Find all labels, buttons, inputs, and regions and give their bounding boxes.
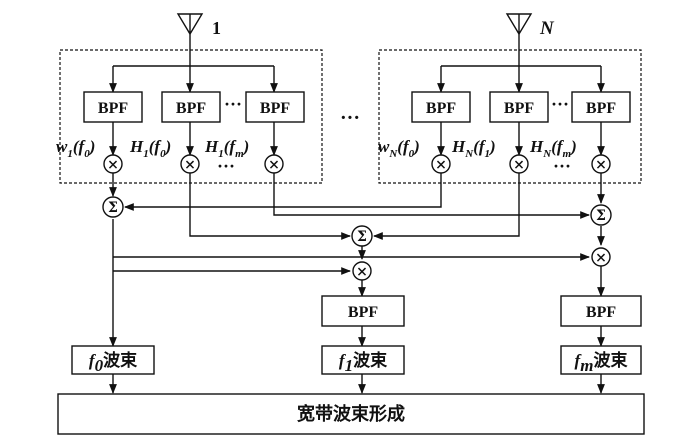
antenna-1-label: 1 — [212, 18, 221, 38]
bpf-label: BPF — [260, 100, 290, 117]
bpf-label: BPF — [586, 100, 616, 117]
weight-label-h1-fm: H1(fm) — [204, 137, 249, 160]
weight-label-h1-f0: H1(f0) — [129, 137, 171, 160]
summer-right: Σ — [590, 204, 612, 226]
multiply-icon: × — [268, 157, 280, 173]
weight-label-w1-f0: w1(f0) — [56, 137, 95, 160]
antenna-1-group-box — [59, 49, 323, 184]
bpf-label: BPF — [348, 304, 378, 321]
multiplier-right-0: × — [431, 154, 451, 174]
beam-label-fm: fm波束 — [575, 350, 628, 375]
multiply-icon: × — [184, 157, 196, 173]
bpf-label: BPF — [176, 100, 206, 117]
beam-label-f1: f1波束 — [339, 350, 387, 375]
weight-label-hn-f1: HN(f1) — [451, 137, 496, 160]
bpf-label: BPF — [586, 304, 616, 321]
summer-left: Σ — [102, 196, 124, 218]
multiply-icon: × — [356, 264, 368, 280]
left-weight-dots: ··· — [217, 156, 235, 176]
multiplier-left-m: × — [264, 154, 284, 174]
wideband-beamforming-label: 宽带波束形成 — [297, 403, 405, 425]
bpf-lower-middle: BPF — [321, 295, 405, 327]
routing — [109, 173, 605, 394]
antenna-n: N — [505, 13, 555, 39]
bpf-label: BPF — [426, 100, 456, 117]
antenna-n-group-box — [378, 49, 642, 184]
multiply-icon: × — [513, 157, 525, 173]
sum-icon: Σ — [108, 200, 118, 216]
multiplier-right-m: × — [591, 154, 611, 174]
bpf-left-m: BPF — [245, 91, 305, 123]
bpf-lower-right: BPF — [560, 295, 642, 327]
beam-box-f1: f1波束 — [321, 345, 405, 375]
bpf-left-0: BPF — [83, 91, 143, 123]
multiply-icon: × — [595, 250, 607, 266]
antenna-1-icon — [176, 13, 204, 36]
multiply-icon: × — [107, 157, 119, 173]
left-group-wiring — [109, 34, 278, 156]
wideband-beamforming-box: 宽带波束形成 — [57, 393, 645, 435]
multiply-icon: × — [435, 157, 447, 173]
bpf-right-m: BPF — [571, 91, 631, 123]
bpf-right-0: BPF — [411, 91, 471, 123]
multiplier-middle: × — [352, 261, 372, 281]
bpf-right-1: BPF — [489, 91, 549, 123]
multiply-icon: × — [595, 157, 607, 173]
summer-middle: Σ — [351, 225, 373, 247]
group-dots: ··· — [340, 107, 360, 129]
bpf-left-1: BPF — [161, 91, 221, 123]
right-bpf-dots: ··· — [551, 94, 569, 114]
beam-box-f0: f0波束 — [71, 345, 155, 375]
multiplier-right-1: × — [509, 154, 529, 174]
weight-label-hn-fm: HN(fm) — [529, 137, 577, 160]
left-bpf-dots: ··· — [224, 94, 242, 114]
antenna-n-label: N — [539, 18, 555, 39]
bpf-label: BPF — [98, 100, 128, 117]
multiplier-left-0: × — [103, 154, 123, 174]
right-weight-dots: ··· — [553, 156, 571, 176]
beam-box-fm: fm波束 — [560, 345, 642, 375]
weight-label-wn-f0: wN(f0) — [378, 137, 420, 160]
bpf-label: BPF — [504, 100, 534, 117]
multiplier-lower-right: × — [591, 247, 611, 267]
beam-label-f0: f0波束 — [89, 350, 137, 375]
antenna-n-icon — [505, 13, 533, 36]
multiplier-left-1: × — [180, 154, 200, 174]
sum-icon: Σ — [357, 229, 367, 245]
antenna-1: 1 — [176, 13, 221, 38]
right-group-wiring — [437, 34, 605, 156]
sum-icon: Σ — [596, 208, 606, 224]
